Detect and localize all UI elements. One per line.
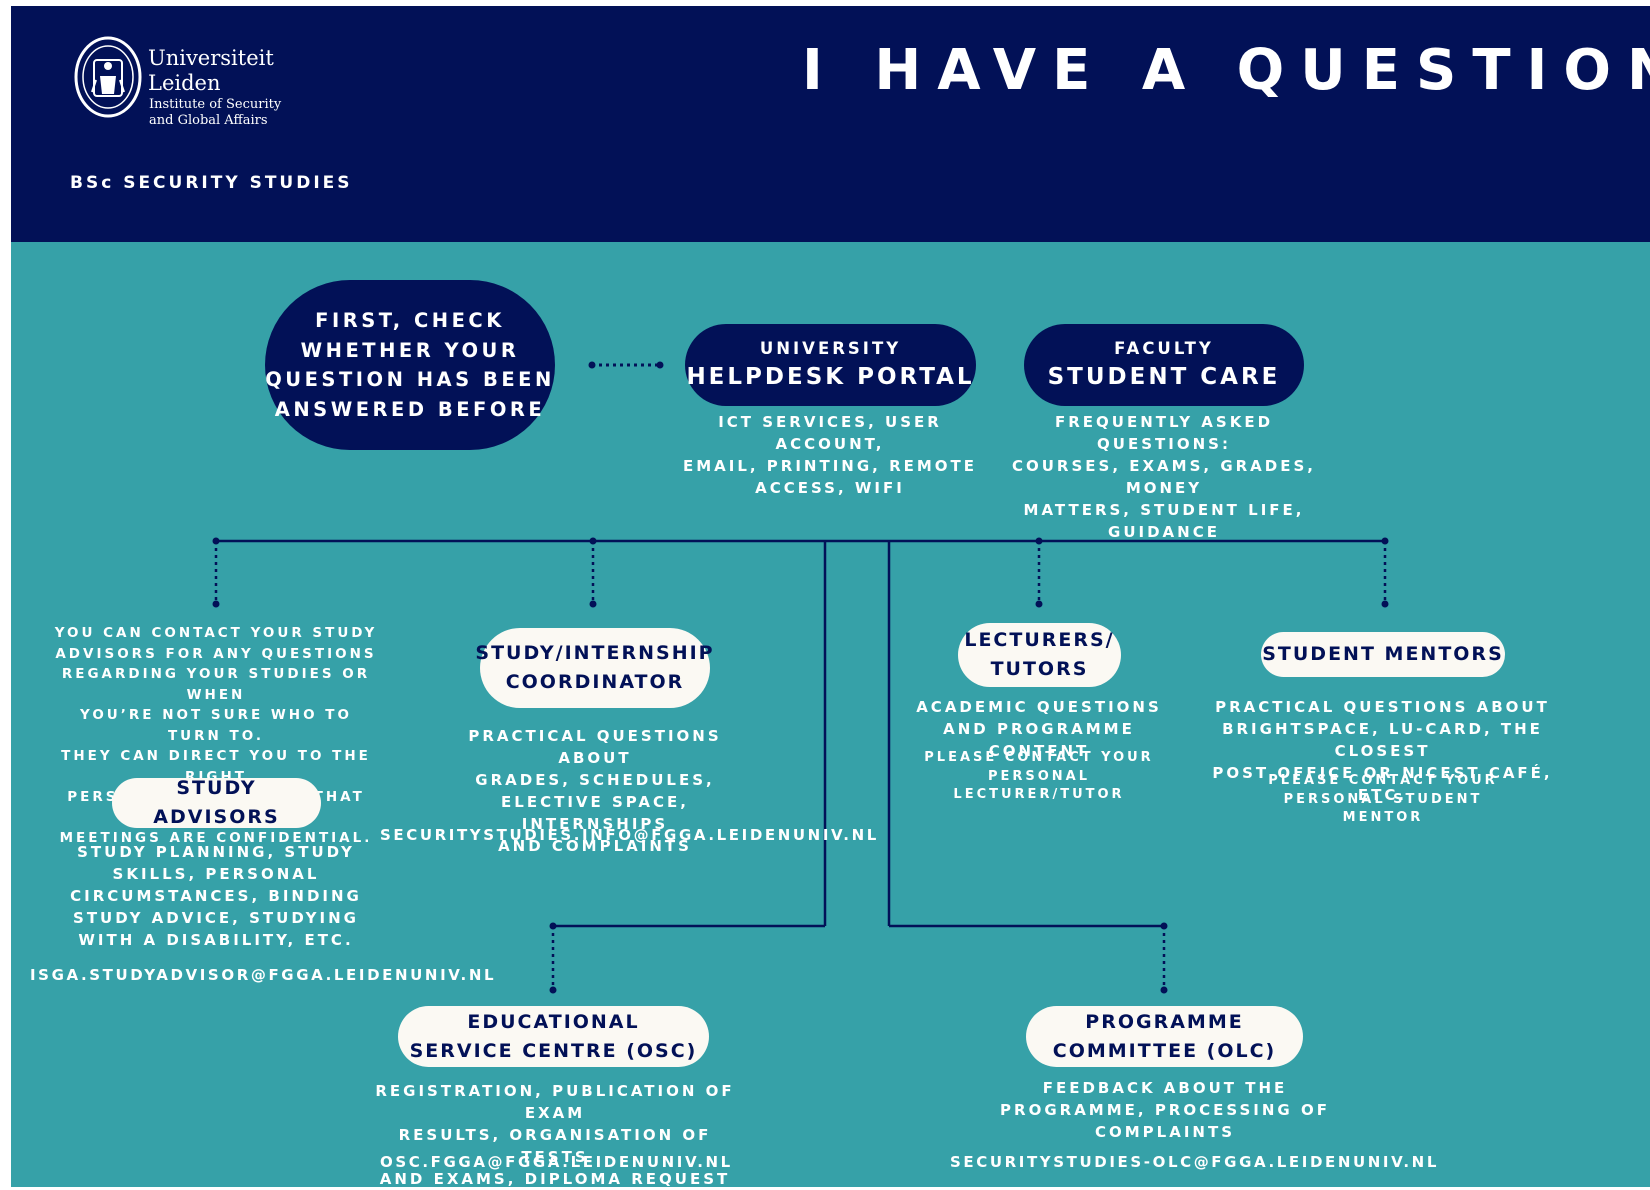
student-mentors-note: PLEASE CONTACT YOUR PERSONAL STUDENT MEN… [1268,773,1498,825]
lecturers-description: ACADEMIC QUESTIONS AND PROGRAMME CONTENT [916,698,1162,760]
olc-label: PROGRAMME COMMITTEE (OLC) [1026,1006,1303,1067]
helpdesk-big-label: HELPDESK PORTAL [686,364,975,390]
first-check-line: ANSWERED BEFORE [274,397,546,421]
study-advisors-description: STUDY PLANNING, STUDY SKILLS, PERSONAL C… [70,843,362,949]
osc-email[interactable]: OSC.FGGA@FGGA.LEIDENUNIV.NL [380,1153,733,1171]
study-advisors-label: STUDY ADVISORS [112,777,321,828]
first-check-line: FIRST, CHECK [315,309,505,332]
first-check-line: QUESTION HAS BEEN [265,368,555,391]
coordinator-label: STUDY/INTERNSHIP COORDINATOR [475,628,713,708]
helpdesk-small-label: UNIVERSITY [759,339,902,358]
student-care-description: FREQUENTLY ASKED QUESTIONS: COURSES, EXA… [1011,413,1316,541]
logo-university: Universiteit [148,46,274,70]
header-banner [11,6,1650,242]
study-advisors-email[interactable]: ISGA.STUDYADVISOR@FGGA.LEIDENUNIV.NL [30,966,497,984]
page-title: I HAVE A QUESTION! [802,38,1650,103]
lecturers-note: PLEASE CONTACT YOUR PERSONAL LECTURER/TU… [924,750,1154,802]
logo-institute-line2: and Global Affairs [149,113,268,128]
first-check-line: WHETHER YOUR [300,338,520,362]
program-name: BSc SECURITY STUDIES [70,173,353,193]
student-care-small-label: FACULTY [1114,339,1214,358]
lecturers-label: LECTURERS/ TUTORS [958,623,1121,687]
university-seal-icon [74,36,142,118]
logo-city: Leiden [148,71,221,95]
student-care-big-label: STUDENT CARE [1047,364,1281,390]
osc-label: EDUCATIONAL SERVICE CENTRE (OSC) [398,1006,709,1067]
student-care-box: FACULTY STUDENT CARE [1024,324,1304,406]
helpdesk-description: ICT SERVICES, USER ACCOUNT, EMAIL, PRINT… [682,413,978,497]
first-check-box: FIRST, CHECK WHETHER YOUR QUESTION HAS B… [265,280,555,450]
coordinator-email[interactable]: SECURITYSTUDIES.INFO@FGGA.LEIDENUNIV.NL [380,826,879,844]
logo-institute-line1: Institute of Security [149,97,282,112]
study-advisors-intro: YOU CAN CONTACT YOUR STUDY ADVISORS FOR … [54,625,378,846]
helpdesk-portal-box: UNIVERSITY HELPDESK PORTAL [685,324,976,406]
olc-email[interactable]: SECURITYSTUDIES-OLC@FGGA.LEIDENUNIV.NL [950,1153,1439,1171]
coordinator-description: PRACTICAL QUESTIONS ABOUT GRADES, SCHEDU… [468,727,722,855]
student-mentors-description: PRACTICAL QUESTIONS ABOUT BRIGHTSPACE, L… [1212,698,1553,804]
olc-description: FEEDBACK ABOUT THE PROGRAMME, PROCESSING… [1000,1079,1330,1141]
osc-description: REGISTRATION, PUBLICATION OF EXAM RESULT… [375,1082,735,1188]
student-mentors-label: STUDENT MENTORS [1261,632,1505,677]
